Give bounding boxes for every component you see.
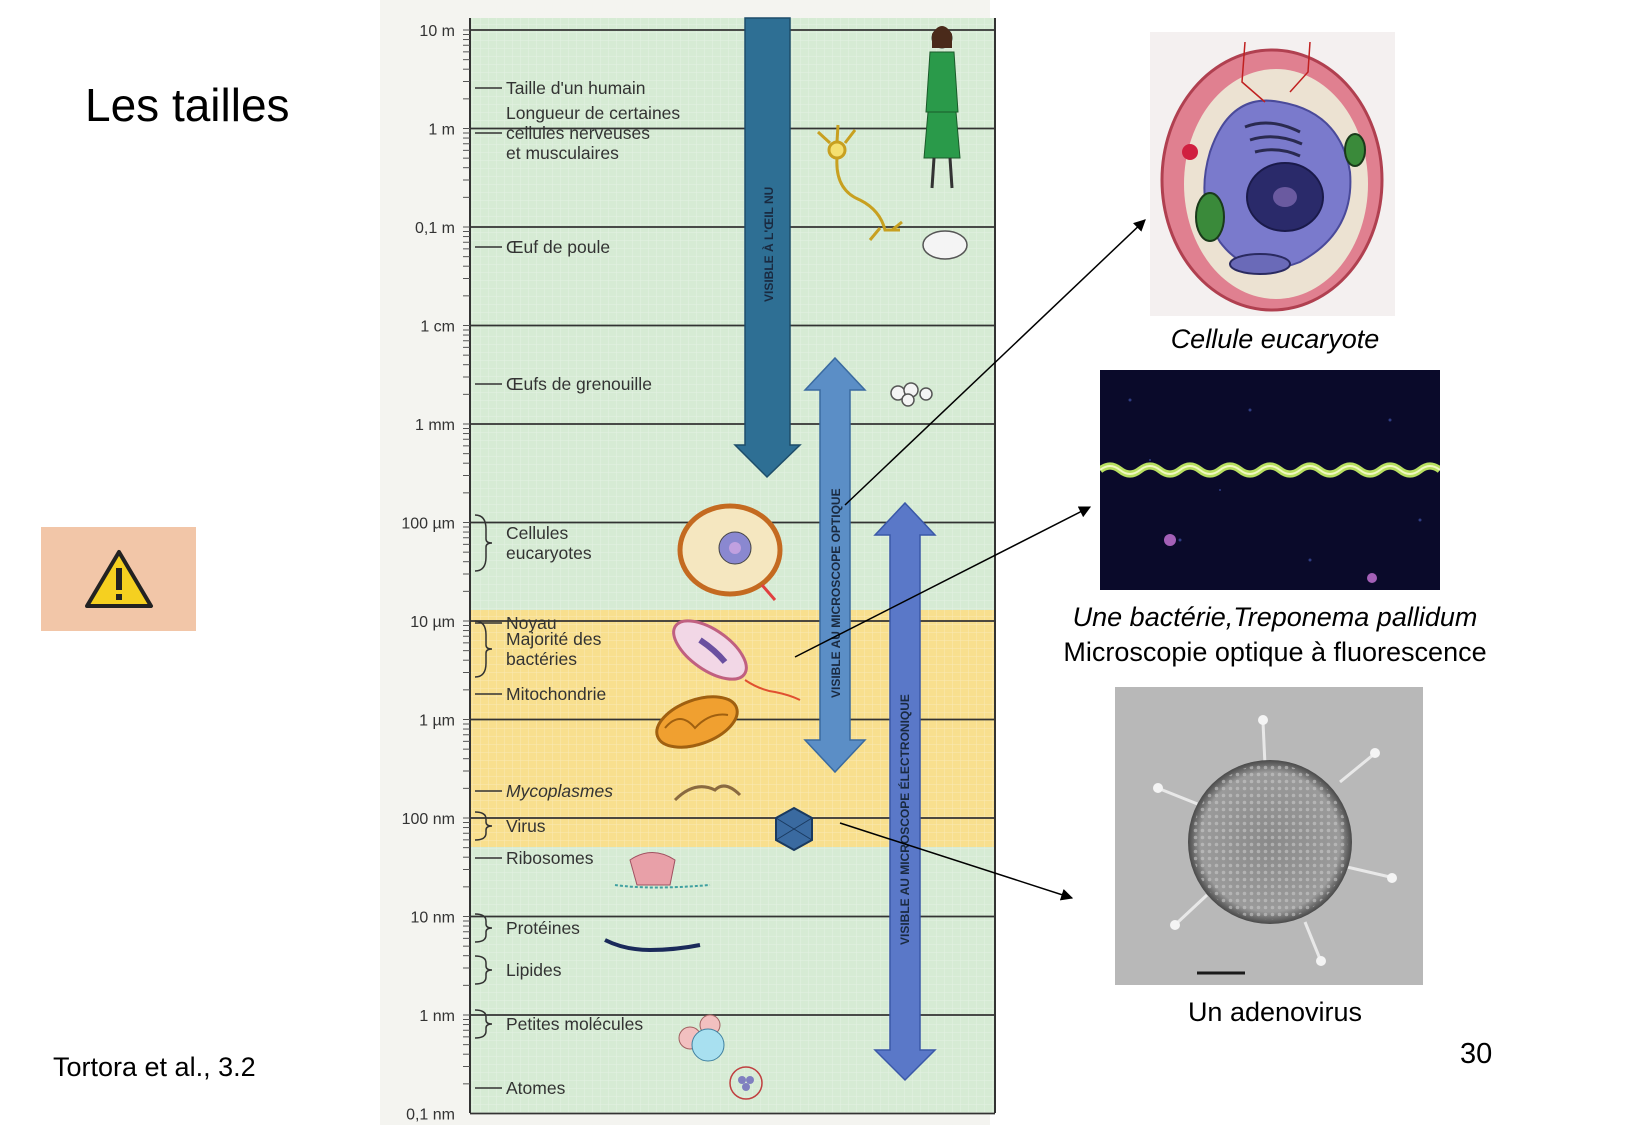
scale-item: Taille d'un humain bbox=[475, 78, 646, 98]
scale-item-label: Virus bbox=[506, 816, 546, 836]
bacterium-icon bbox=[672, 619, 801, 701]
scale-item-label: Petites molécules bbox=[506, 1014, 643, 1034]
scale-tick-label: 1 µm bbox=[419, 713, 455, 730]
scale-item: Virus bbox=[474, 811, 546, 841]
scale-item-label: Lipides bbox=[506, 960, 562, 980]
virus-icon bbox=[775, 806, 813, 852]
scale-item: Atomes bbox=[475, 1078, 566, 1098]
scale-tick-label: 10 nm bbox=[411, 910, 455, 927]
scale-tick-label: 10 m bbox=[419, 23, 455, 40]
scale-tick-label: 100 nm bbox=[402, 811, 455, 828]
scale-tick-label: 1 cm bbox=[420, 319, 455, 336]
scale-tick-label: 0,1 nm bbox=[406, 1107, 455, 1124]
scale-item: Lipides bbox=[474, 955, 562, 985]
optical-microscope-bar-label: VISIBLE AU MICROSCOPE OPTIQUE bbox=[829, 488, 843, 698]
protein-icon bbox=[604, 938, 701, 953]
range-bracket bbox=[474, 514, 493, 572]
microscopy-method-caption: Microscopie optique à fluorescence bbox=[1063, 637, 1487, 667]
eukaryotic-cell-icon bbox=[677, 503, 783, 601]
chicken-egg-icon bbox=[922, 230, 968, 260]
small-molecule-icon bbox=[678, 1014, 725, 1062]
eukaryotic-cell-image bbox=[1150, 32, 1395, 316]
ribosome-icon bbox=[614, 852, 711, 889]
scale-item: Petites molécules bbox=[474, 1009, 643, 1039]
eukaryotic-cell-caption: Cellule eucaryote bbox=[1170, 324, 1380, 354]
bacteria-caption: Une bactérie,Treponema pallidum bbox=[1072, 602, 1478, 632]
naked-eye-range-arrow: VISIBLE À L'ŒIL NU bbox=[733, 17, 802, 479]
mycoplasma-icon bbox=[673, 784, 742, 802]
scale-item: Protéines bbox=[474, 913, 580, 943]
scale-item-label: Œufs de grenouille bbox=[506, 374, 652, 394]
scale-item: Mitochondrie bbox=[475, 684, 606, 704]
size-scale-chart: 10 m 1 m 0,1 m 1 cm 1 mm 100 µm 10 µm 1 µm 100 n… bbox=[380, 0, 996, 1125]
page-number: 30 bbox=[1460, 1038, 1493, 1070]
warning-icon bbox=[84, 550, 153, 608]
scale-item-label: Œuf de poule bbox=[506, 237, 610, 257]
scale-item-label: Taille d'un humain bbox=[506, 78, 646, 98]
naked-eye-bar-label: VISIBLE À L'ŒIL NU bbox=[761, 187, 776, 302]
range-bracket bbox=[474, 811, 493, 841]
range-bracket bbox=[474, 913, 493, 943]
scale-item: Œufs de grenouille bbox=[475, 374, 652, 394]
scale-tick-label: 0,1 m bbox=[415, 220, 455, 237]
range-bracket bbox=[474, 1009, 493, 1039]
adenovirus-image bbox=[1115, 687, 1423, 985]
range-bracket bbox=[474, 955, 493, 985]
slide-title: Les tailles bbox=[85, 79, 290, 131]
scale-item-label: Mycoplasmes bbox=[506, 781, 613, 801]
human-figure-icon bbox=[923, 26, 961, 189]
scale-tick-label: 1 mm bbox=[415, 417, 455, 434]
scale-item-label: Ribosomes bbox=[506, 848, 594, 868]
adenovirus-caption: Un adenovirus bbox=[1187, 997, 1363, 1027]
electron-microscope-bar-label: VISIBLE AU MICROSCOPE ÉLECTRONIQUE bbox=[897, 694, 912, 945]
scale-item: Mycoplasmes bbox=[475, 781, 613, 801]
scale-item: Ribosomes bbox=[475, 848, 594, 868]
scale-item-label: Noyau bbox=[506, 613, 557, 633]
treponema-fluorescence-image bbox=[1100, 370, 1440, 590]
scale-tick-label: 10 µm bbox=[410, 614, 455, 631]
source-citation: Tortora et al., 3.2 bbox=[53, 1052, 256, 1082]
atom-icon bbox=[729, 1066, 763, 1100]
scale-tick-label: 1 nm bbox=[419, 1008, 455, 1025]
range-bracket bbox=[474, 620, 493, 678]
scale-item-label: Protéines bbox=[506, 918, 580, 938]
scale-tick-label: 1 m bbox=[428, 122, 455, 139]
scale-tick-label: 100 µm bbox=[401, 516, 455, 533]
warning-box[interactable] bbox=[41, 527, 196, 631]
scale-item-label: Mitochondrie bbox=[506, 684, 606, 704]
scale-item-label: Atomes bbox=[506, 1078, 566, 1098]
scale-item: Noyau bbox=[475, 613, 557, 633]
mitochondrion-icon bbox=[655, 695, 739, 749]
scale-item: Œuf de poule bbox=[475, 237, 610, 257]
